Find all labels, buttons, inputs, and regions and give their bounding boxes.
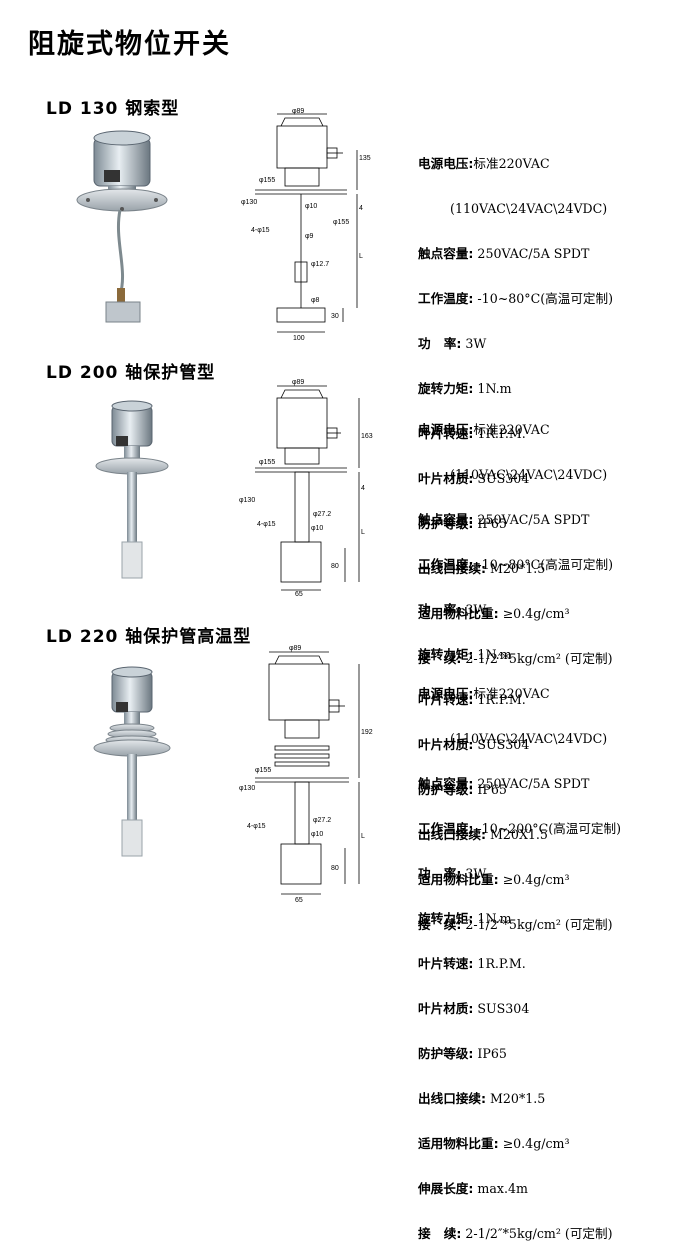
dim-label: φ12.7 bbox=[311, 261, 329, 268]
spec-list-ld130: 电源电压:标准220VAC (110VAC\24VAC\24VDC) 触点容量:… bbox=[418, 126, 613, 681]
spec-list-ld220: 电源电压:标准220VAC (110VAC\24VAC\24VDC) 触点容量:… bbox=[418, 656, 621, 1256]
dim-label: 30 bbox=[331, 313, 339, 320]
dim-label: φ155 bbox=[333, 219, 349, 226]
dim-label: φ27.2 bbox=[313, 511, 331, 518]
spec-row: 电源电压:标准220VAC bbox=[418, 686, 550, 701]
spec-row: (110VAC\24VAC\24VDC) bbox=[418, 201, 608, 216]
dim-label: φ130 bbox=[241, 199, 257, 206]
dim-label: φ155 bbox=[259, 459, 275, 466]
dim-label: φ130 bbox=[239, 497, 255, 504]
dim-label: φ27.2 bbox=[313, 817, 331, 824]
dim-label: L bbox=[361, 529, 365, 536]
dimension-drawing-ld220: φ89 192 φ155 φ130 φ27.2 4-φ15 φ10 L 80 6… bbox=[239, 645, 373, 904]
dim-label: φ155 bbox=[259, 177, 275, 184]
product-photo-ld200 bbox=[95, 400, 169, 579]
spec-row: 工作温度: -10~80°C(高温可定制) bbox=[418, 557, 614, 572]
model-ld130: LD 130 钢索型 bbox=[46, 99, 180, 119]
dim-label: φ155 bbox=[255, 767, 271, 774]
page-title: 阻旋式物位开关 bbox=[28, 29, 231, 60]
spec-row: 适用物料比重: ≥0.4g/cm³ bbox=[418, 1136, 570, 1151]
spec-row: 接 续: 2-1/2″*5kg/cm² (可定制) bbox=[418, 1226, 613, 1241]
dim-label: 4-φ15 bbox=[251, 227, 270, 234]
spec-row: 防护等级: IP65 bbox=[418, 782, 507, 797]
spec-row: 触点容量: 250VAC/5A SPDT bbox=[418, 512, 590, 527]
dim-label: φ130 bbox=[239, 785, 255, 792]
spec-row: 出线口接续: M20X1.5 bbox=[418, 827, 548, 842]
spec-row: 出线口接续: M20*1.5 bbox=[418, 1091, 546, 1106]
spec-row: 电源电压:标准220VAC bbox=[418, 422, 550, 437]
dim-label: 4 bbox=[359, 205, 363, 212]
dim-label: φ10 bbox=[311, 525, 323, 532]
dimension-drawing-ld200: φ89 163 φ155 4 φ130 φ27.2 4-φ15 φ10 L 80… bbox=[239, 379, 373, 598]
model-ld220: LD 220 轴保护管高温型 bbox=[46, 627, 252, 647]
dim-label: 80 bbox=[331, 865, 339, 872]
spec-row: 叶片材质: SUS304 bbox=[418, 737, 530, 752]
spec-row: 叶片转速: 1R.P.M. bbox=[418, 956, 526, 971]
spec-row: (110VAC\24VAC\24VDC) bbox=[418, 731, 608, 746]
dim-label: 192 bbox=[361, 729, 373, 736]
spec-row: 工作温度: -10~200°C(高温可定制) bbox=[418, 821, 622, 836]
spec-row: 接 续: 2-1/2″*5kg/cm² (可定制) bbox=[418, 651, 613, 666]
dim-label: L bbox=[361, 833, 365, 840]
spec-row: 适用物料比重: ≥0.4g/cm³ bbox=[418, 606, 570, 621]
spec-row: 叶片转速: 1R.P.M. bbox=[418, 692, 526, 707]
dim-label: 80 bbox=[331, 563, 339, 570]
dim-label: φ8 bbox=[311, 297, 320, 304]
spec-row: 伸展长度: max.4m bbox=[418, 1181, 528, 1196]
dim-label: φ89 bbox=[289, 645, 301, 652]
spec-row: (110VAC\24VAC\24VDC) bbox=[418, 467, 608, 482]
spec-row: 触点容量: 250VAC/5A SPDT bbox=[418, 776, 590, 791]
dim-label: 65 bbox=[295, 897, 303, 904]
spec-row: 工作温度: -10~80°C(高温可定制) bbox=[418, 291, 614, 306]
model-ld200: LD 200 轴保护管型 bbox=[46, 363, 216, 383]
spec-row: 叶片转速: 1R.P.M. bbox=[418, 426, 526, 441]
dim-label: φ89 bbox=[292, 379, 304, 386]
spec-row: 功 率: 3W bbox=[418, 602, 487, 617]
product-photo-ld130 bbox=[76, 130, 168, 323]
dim-label: 65 bbox=[295, 591, 303, 598]
dim-label: 100 bbox=[293, 335, 305, 342]
dimension-drawing-ld130: φ89 135 φ155 4 φ130 φ155 4-φ15 φ10 φ9 φ1… bbox=[241, 108, 371, 342]
spec-row: 旋转力矩: 1N.m bbox=[418, 647, 512, 662]
dim-label: 4 bbox=[361, 485, 365, 492]
dim-label: φ89 bbox=[292, 108, 304, 115]
dim-label: 135 bbox=[359, 155, 371, 162]
spec-row: 适用物料比重: ≥0.4g/cm³ bbox=[418, 872, 570, 887]
spec-row: 旋转力矩: 1N.m bbox=[418, 381, 512, 396]
dim-label: φ9 bbox=[305, 233, 314, 240]
dim-label: 4-φ15 bbox=[257, 521, 276, 528]
spec-row: 功 率: 3W bbox=[418, 336, 487, 351]
spec-row: 防护等级: IP65 bbox=[418, 516, 507, 531]
spec-row: 叶片材质: SUS304 bbox=[418, 471, 530, 486]
spec-row: 防护等级: IP65 bbox=[418, 1046, 507, 1061]
spec-row: 电源电压:标准220VAC bbox=[418, 156, 550, 171]
dim-label: L bbox=[359, 253, 363, 260]
dim-label: 4-φ15 bbox=[247, 823, 266, 830]
dim-label: φ10 bbox=[305, 203, 317, 210]
spec-row: 触点容量: 250VAC/5A SPDT bbox=[418, 246, 590, 261]
spec-row: 功 率: 3W bbox=[418, 866, 487, 881]
spec-row: 旋转力矩: 1N.m bbox=[418, 911, 512, 926]
spec-row: 叶片材质: SUS304 bbox=[418, 1001, 530, 1016]
dim-label: 163 bbox=[361, 433, 373, 440]
spec-row: 出线口接续: M20*1.5 bbox=[418, 561, 546, 576]
product-photo-ld220 bbox=[93, 666, 171, 857]
dim-label: φ10 bbox=[311, 831, 323, 838]
